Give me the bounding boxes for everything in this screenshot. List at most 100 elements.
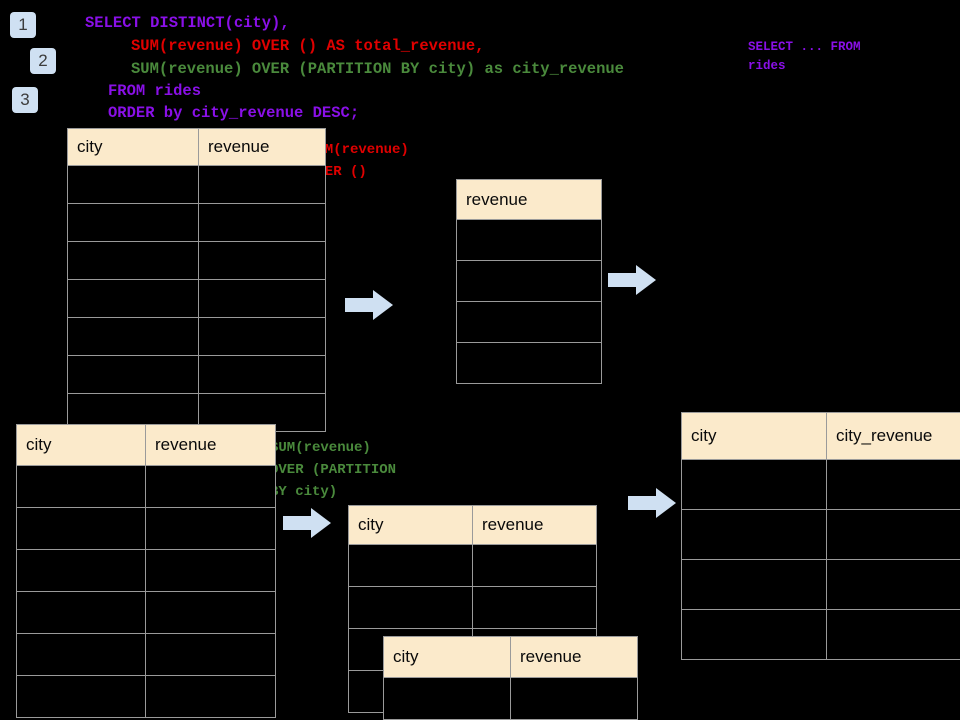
table-row: [681, 459, 960, 510]
column-header-city: city: [348, 505, 473, 545]
table-row: [16, 507, 276, 550]
table-row: [456, 301, 602, 343]
step-badge-1: 1: [10, 12, 36, 38]
table-cell: [826, 509, 960, 560]
sql-line-sum-over-empty: SUM(revenue) OVER () AS total_revenue,: [131, 37, 485, 55]
table-row: [16, 465, 276, 508]
table-cell: [198, 355, 326, 394]
table-cell: [198, 317, 326, 356]
table-cell: [681, 609, 827, 660]
table-row: [348, 586, 597, 629]
table-cell: [348, 544, 473, 587]
table-cell: [472, 544, 597, 587]
table-row: [456, 260, 602, 302]
table-row: [681, 609, 960, 660]
table-cell: [67, 241, 199, 280]
column-header-revenue: revenue: [472, 505, 597, 545]
table-cell: [67, 355, 199, 394]
table-cell: [67, 165, 199, 204]
table-cell: [510, 677, 638, 720]
table-cell: [198, 279, 326, 318]
table-cell: [383, 677, 511, 720]
table-cell: [145, 591, 276, 634]
table-cell: [681, 459, 827, 510]
column-header-city_revenue: city_revenue: [826, 412, 960, 460]
table-row: [16, 675, 276, 718]
table-cell: [472, 586, 597, 629]
column-header-city: city: [16, 424, 146, 466]
table-cell: [198, 203, 326, 242]
table-cell: [145, 465, 276, 508]
column-header-city: city: [681, 412, 827, 460]
column-header-city: city: [383, 636, 511, 678]
table-cell: [67, 279, 199, 318]
annotation-select-from-rides: SELECT ... FROM rides: [748, 40, 861, 73]
arrow-step3: [283, 508, 331, 538]
arrow-head: [373, 290, 393, 320]
column-header-revenue: revenue: [456, 179, 602, 220]
sql-line-order-by: ORDER by city_revenue DESC;: [108, 104, 360, 122]
table-cell: [16, 591, 146, 634]
table-cell: [198, 241, 326, 280]
table-row: [681, 509, 960, 560]
arrow-step2: [608, 265, 656, 295]
arrow-shaft: [345, 298, 375, 312]
table-cell: [456, 260, 602, 302]
table-row: [67, 355, 326, 394]
arrow-shaft: [283, 516, 313, 530]
total-revenue-table: revenue: [456, 179, 602, 384]
arrow-shaft: [608, 273, 638, 287]
arrow-head: [636, 265, 656, 295]
arrow-head: [311, 508, 331, 538]
arrow-step1: [345, 290, 393, 320]
table-cell: [145, 633, 276, 676]
column-header-revenue: revenue: [198, 128, 326, 166]
table-row: [456, 342, 602, 384]
table-row: [456, 219, 602, 261]
annotation-sum-over-partition: SUM(revenue) OVER (PARTITION BY city): [270, 440, 397, 500]
table-cell: [16, 633, 146, 676]
sql-line-from-rides: FROM rides: [108, 82, 202, 100]
table-row: [348, 544, 597, 587]
table-row: [16, 633, 276, 676]
table-cell: [67, 317, 199, 356]
table-cell: [16, 465, 146, 508]
sql-line-sum-over-partition: SUM(revenue) OVER (PARTITION BY city) as…: [131, 60, 624, 78]
table-row: [67, 317, 326, 356]
table-cell: [16, 507, 146, 550]
table-row: [67, 165, 326, 204]
table-cell: [198, 165, 326, 204]
table-row: [67, 241, 326, 280]
table-row: [67, 203, 326, 242]
table-row: [16, 549, 276, 592]
table-cell: [826, 609, 960, 660]
step-badge-3: 3: [12, 87, 38, 113]
table-cell: [67, 203, 199, 242]
arrow-head: [656, 488, 676, 518]
table-cell: [145, 549, 276, 592]
table-cell: [681, 509, 827, 560]
table-cell: [456, 301, 602, 343]
table-row: [383, 677, 638, 720]
table-cell: [826, 459, 960, 510]
column-header-revenue: revenue: [510, 636, 638, 678]
table-cell: [456, 219, 602, 261]
table-header-row: revenue: [456, 179, 602, 220]
table-row: [16, 591, 276, 634]
column-header-city: city: [67, 128, 199, 166]
table-cell: [16, 549, 146, 592]
table-cell: [456, 342, 602, 384]
table-cell: [348, 586, 473, 629]
step-badge-2: 2: [30, 48, 56, 74]
table-row: [681, 559, 960, 610]
arrow-shaft: [628, 496, 658, 510]
